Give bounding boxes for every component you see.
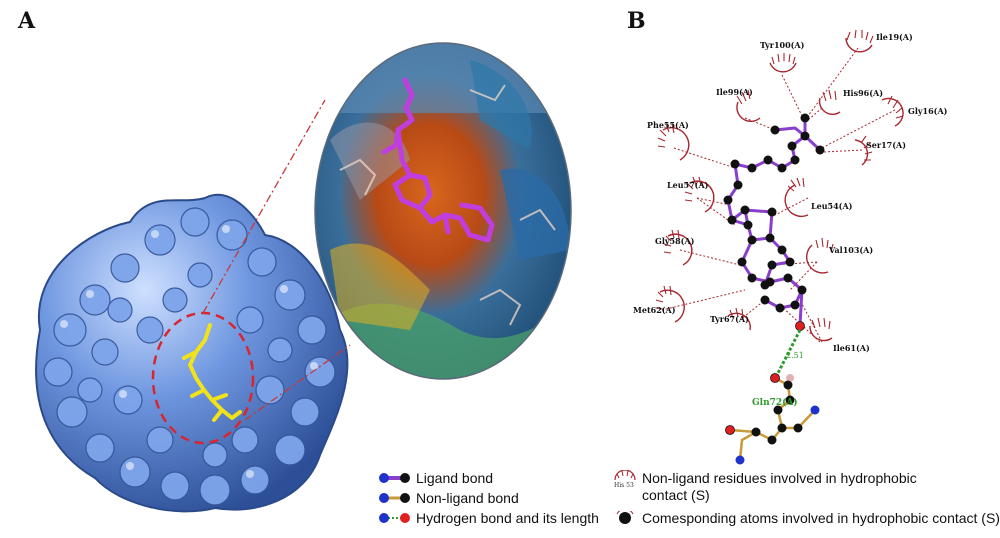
legend-his-example: His 53 [614, 482, 634, 489]
residue-his96: His96(A) [843, 88, 883, 98]
legend-nonligand-residues-line2: contact (S) [642, 487, 710, 503]
legend-hydrogen-bond: Hydrogen bond and its length [378, 510, 599, 526]
legend-nonligand-bond: Non-ligand bond [378, 490, 519, 506]
zoom-lines [202, 99, 351, 421]
legend-corresponding-atoms-label: Comesponding atoms involved in hydrophob… [642, 510, 1000, 526]
corresponding-atom-symbol [616, 511, 634, 524]
panel-a-label: A [18, 8, 36, 34]
residue-ile99: Ile99(A) [716, 87, 753, 97]
ligand-oxygen-atom [795, 321, 805, 331]
legend-corresponding-atoms: Comesponding atoms involved in hydrophob… [612, 510, 1000, 526]
ligand-atoms [723, 113, 825, 313]
legend-nonligand-residues: His 53 Non-ligand residues involved in h… [612, 470, 917, 504]
legend-nonligand-residues-line1: Non-ligand residues involved in hydropho… [642, 470, 917, 486]
residue-gly16: Gly16(A) [908, 106, 948, 116]
legend-hydrogen-bond-label: Hydrogen bond and its length [416, 510, 599, 526]
ligand-in-pocket [182, 323, 242, 422]
hbond-length-label: 2.51 [786, 351, 804, 360]
residue-leu54: Leu54(A) [811, 201, 853, 211]
hydrophobic-residue-symbol: His 53 [612, 470, 638, 492]
residue-met62: Met62(A) [633, 305, 676, 315]
zoom-view [314, 42, 572, 380]
residue-gly58: Gly58(A) [655, 236, 695, 246]
residue-tyr100: Tyr100(A) [760, 40, 805, 50]
hydrogen-bond-symbol [379, 513, 410, 523]
residue-tyr67: Tyr67(A) [710, 314, 749, 324]
residue-ser17: Ser17(A) [866, 140, 906, 150]
residue-ile19: Ile19(A) [876, 32, 913, 42]
gln72-residue [725, 373, 820, 465]
legend-ligand-bond-label: Ligand bond [416, 470, 494, 486]
ligand-structure [726, 118, 822, 326]
residue-labels: Ile19(A) Tyr100(A) Ile99(A) His96(A) Gly… [633, 32, 948, 353]
legend-ligand-bond: Ligand bond [378, 470, 493, 486]
hydrogen-bond-line [775, 329, 802, 376]
panel-b-label: B [627, 8, 646, 34]
residue-leu57: Leu57(A) [667, 180, 709, 190]
ligand-bond-symbol [379, 473, 410, 483]
hydrophobic-arc-spokes [655, 29, 904, 330]
residue-phe55: Phe55(A) [647, 120, 689, 130]
residue-val103: Val103(A) [828, 245, 873, 255]
nonligand-bond-symbol [379, 493, 410, 503]
gln72-label: Gln72(A) [752, 397, 798, 408]
residue-ile61: Ile61(A) [833, 343, 870, 353]
legend-nonligand-bond-label: Non-ligand bond [416, 490, 519, 506]
